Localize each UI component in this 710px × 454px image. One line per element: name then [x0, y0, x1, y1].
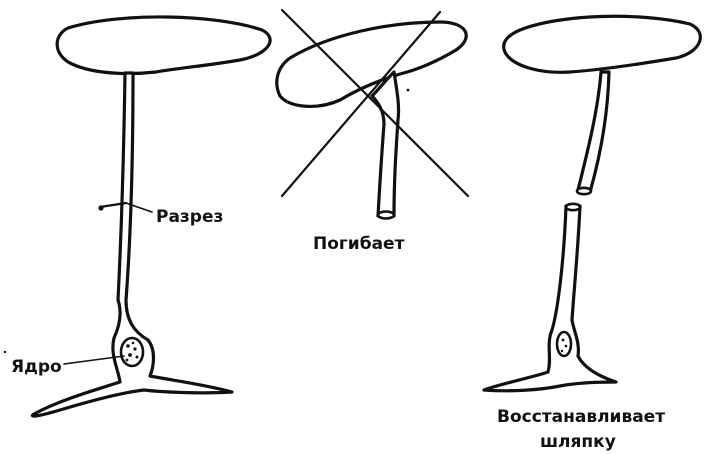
- stalk-cut-end-middle: [378, 212, 394, 219]
- lower-stalk-right: [484, 206, 616, 391]
- upper-stalk-right: [578, 72, 609, 192]
- label-dies: Погибает: [313, 234, 405, 254]
- cap-left: [57, 17, 270, 74]
- nucleus-right: [557, 332, 571, 356]
- cap-right: [504, 16, 701, 72]
- lower-stalk-end-right: [566, 204, 580, 210]
- label-cut: Разрез: [156, 207, 223, 227]
- regenerating-cell: [484, 16, 700, 390]
- label-restores-line2: шляпку: [540, 432, 616, 452]
- upper-stalk-end-right: [577, 188, 591, 194]
- cap-fragment-cell: [277, 10, 468, 219]
- stalk-middle: [372, 72, 399, 216]
- label-nucleus: Ядро: [11, 357, 62, 377]
- label-restores-line1: Восстанавливает: [497, 407, 665, 427]
